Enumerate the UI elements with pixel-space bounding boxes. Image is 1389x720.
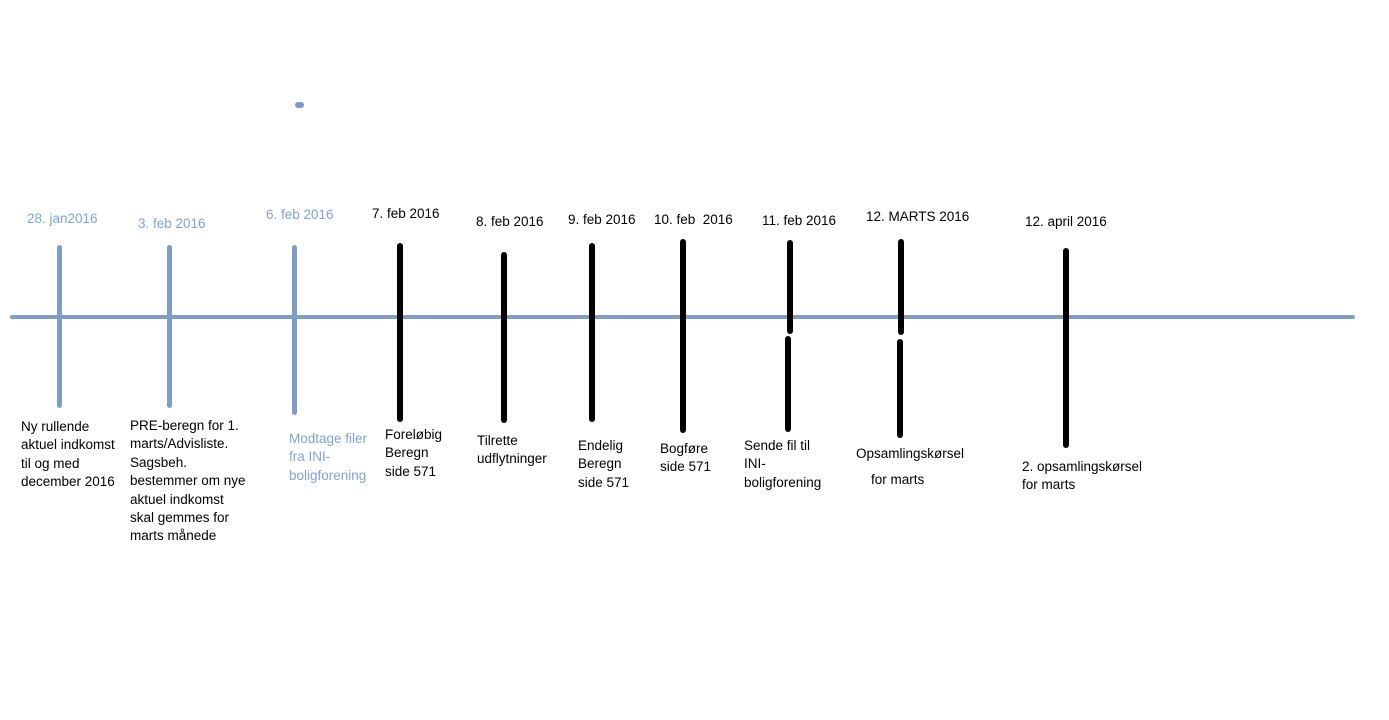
event-8-description: Sende fil til INI- boligforening bbox=[744, 438, 822, 490]
event-4-tick-mark bbox=[397, 243, 403, 422]
event-3-description: Modtage filer fra INI- boligforening bbox=[289, 431, 368, 483]
event-7-description: Bogføre side 571 bbox=[660, 441, 712, 475]
event-6-description: Endelig Beregn side 571 bbox=[578, 438, 630, 490]
event-3-date-label: 6. feb 2016 bbox=[266, 207, 334, 222]
event-7-date-label: 10. feb 2016 bbox=[654, 212, 733, 227]
event-8-tick-mark-upper bbox=[787, 240, 793, 334]
event-6-date-label: 9. feb 2016 bbox=[568, 212, 636, 227]
event-1-description: Ny rullende aktuel indkomst til og med d… bbox=[21, 419, 115, 490]
event-6-tick-mark bbox=[589, 243, 595, 422]
event-5-tick-mark bbox=[501, 252, 507, 423]
event-5-date-label: 8. feb 2016 bbox=[476, 214, 544, 229]
event-2-description: PRE-beregn for 1. marts/Advisliste. Sags… bbox=[130, 418, 246, 544]
event-9-tick-mark-lower bbox=[897, 339, 903, 438]
event-9-description: Opsamlingskørsel for marts bbox=[856, 446, 965, 487]
event-3-tick-mark bbox=[292, 245, 297, 415]
event-5-description: Tilrette udflytninger bbox=[477, 433, 547, 467]
event-8-date-label: 11. feb 2016 bbox=[762, 213, 837, 228]
event-9-date-label: 12. MARTS 2016 bbox=[866, 209, 970, 224]
event-7-tick-mark bbox=[680, 239, 686, 433]
event-9-tick-mark-upper bbox=[898, 239, 904, 335]
event-10-description: 2. opsamlingskørsel for marts bbox=[1022, 459, 1143, 493]
event-8-tick-mark-lower bbox=[785, 336, 791, 432]
event-1-date-label: 28. jan2016 bbox=[27, 211, 98, 226]
event-2-tick-mark bbox=[167, 245, 172, 408]
stray-blue-dot bbox=[295, 102, 304, 108]
event-1-tick-mark bbox=[57, 245, 62, 408]
event-10-tick-mark bbox=[1063, 248, 1069, 448]
event-4-date-label: 7. feb 2016 bbox=[372, 206, 440, 221]
event-10-date-label: 12. april 2016 bbox=[1025, 214, 1107, 229]
event-4-description: Foreløbig Beregn side 571 bbox=[385, 427, 443, 479]
event-2-date-label: 3. feb 2016 bbox=[138, 216, 206, 231]
